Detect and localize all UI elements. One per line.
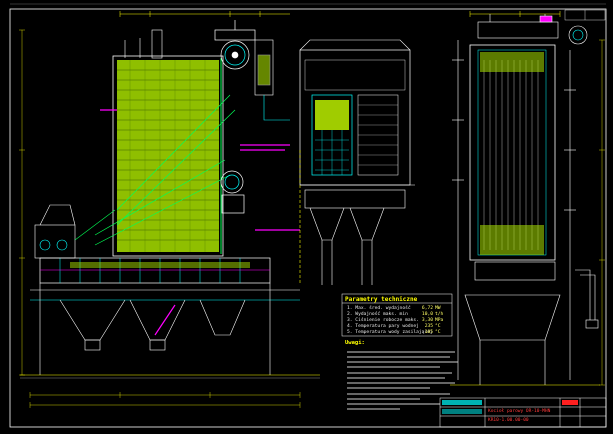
parameter-unit: t/h [435,312,444,317]
parameter-value: 10,0 [421,312,433,317]
parameter-name: 3. Ciśnienie robocze maks. [347,318,419,323]
lower-mud-drum [220,170,245,214]
parameter-name: 1. Max. śred. wydajność [347,306,411,311]
drawing-frame [9,3,607,428]
parameter-value: 3,30 [421,318,433,323]
boiler-main-body [94,55,236,257]
title-block [439,397,607,428]
parameter-row: 5. Temperatura wody zasilającej105°C [347,330,441,335]
dust-collector-hoppers [299,150,415,285]
screen-tubes [94,94,236,246]
top-piping [124,29,290,121]
magenta-pipes [100,109,300,336]
coal-feeder [34,204,116,259]
parameter-unit: °C [435,330,441,335]
front-view-frame [452,40,576,380]
front-view-body [469,44,556,261]
grate-stoker [39,257,271,284]
support-columns [20,283,320,379]
ash-hoppers [30,289,300,351]
top-dimension-ticks [119,11,561,17]
right-vertical-dimension [599,39,605,386]
revision-corner [564,9,606,21]
title-block-name: Kocioł parowy OR-10-MHN [488,409,551,414]
parameter-unit: °C [435,324,441,329]
parameter-unit: MW [435,306,441,311]
parameter-value: 6,72 [421,306,433,311]
parameter-value: 105 [424,330,433,335]
notes-text-lines [347,351,458,410]
tube-panel-vertical-lines [129,60,206,252]
parameters-title: Parametry techniczne [345,296,418,303]
bottom-dimensions [29,392,301,408]
upper-steam-drum [214,20,256,70]
front-view-drum [477,14,588,45]
economizer-block [299,39,411,186]
left-vertical-dimension [19,29,25,376]
parameter-name: 5. Temperatura wody zasilającej [347,330,433,335]
tube-panel-hatching [117,69,219,241]
title-block-code: KR10-1.00.00-00 [488,418,529,423]
parameter-value: 235 [424,324,433,329]
parameter-table-frame [341,293,453,337]
parameter-name: 2. Wydajność maks. min [347,312,408,317]
notes-title: Uwagi: [345,340,365,346]
front-view-hopper [450,261,600,386]
parameter-name: 4. Temperatura pary wodnej [347,324,419,329]
parameter-unit: MPa [435,318,444,323]
parameter-row: 4. Temperatura pary wodnej 235°C [347,324,441,329]
side-pipe [575,269,599,329]
